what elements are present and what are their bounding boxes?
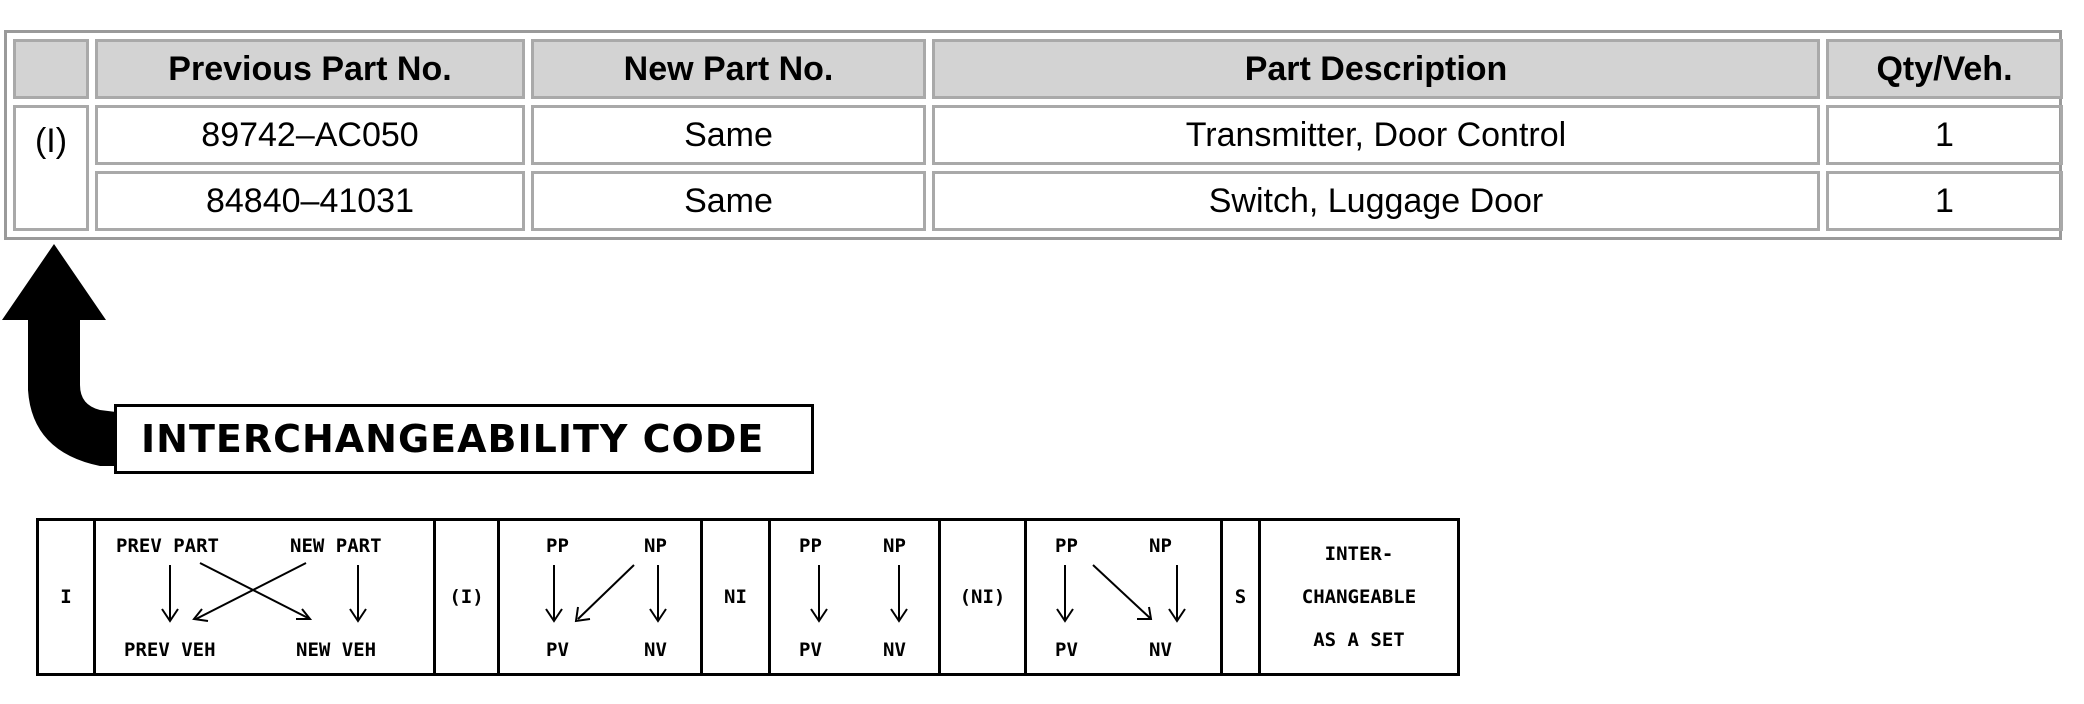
legend-pv-label: PV — [546, 639, 569, 661]
legend-np-label: NP — [644, 535, 667, 557]
table-row: (I) 89742–AC050 Same Transmitter, Door C… — [13, 105, 2063, 231]
legend-code-paren-i: (I) — [436, 521, 500, 673]
table-header-row: Previous Part No. New Part No. Part Desc… — [13, 39, 2063, 99]
legend-pp-label: PP — [546, 535, 569, 557]
legend-pp-label: PP — [799, 535, 822, 557]
legend-prev-veh-label: PREV VEH — [124, 639, 216, 661]
qty-cell: 1 — [1826, 105, 2063, 165]
legend-np-label: NP — [1149, 535, 1172, 557]
description-cell: Transmitter, Door Control — [932, 105, 1820, 165]
header-qty: Qty/Veh. — [1826, 39, 2063, 99]
interchangeability-code-cell: (I) — [13, 105, 89, 231]
legend-prev-part-label: PREV PART — [116, 535, 219, 557]
legend-np-label: NP — [883, 535, 906, 557]
legend-code-ni: NI — [703, 521, 771, 673]
legend-ni-diagram: PP NP PV NV — [771, 521, 941, 673]
legend-i-diagram: PREV PART NEW PART PREV VEH NEW VEH — [96, 521, 436, 673]
legend-new-veh-label: NEW VEH — [296, 639, 377, 661]
legend-code-i: I — [39, 521, 96, 673]
parts-table: Previous Part No. New Part No. Part Desc… — [7, 33, 2069, 237]
header-previous-part: Previous Part No. — [95, 39, 525, 99]
previous-part-cell: 89742–AC050 — [95, 105, 525, 165]
legend-pv-label: PV — [1055, 639, 1078, 661]
backward-arrows-icon — [545, 564, 667, 623]
cross-arrows-icon — [161, 562, 367, 623]
new-part-cell: Same — [531, 105, 926, 165]
legend-code-paren-ni: (NI) — [941, 521, 1027, 673]
legend-s-description: INTER- CHANGEABLE AS A SET — [1261, 521, 1457, 673]
header-code — [13, 39, 89, 99]
header-new-part: New Part No. — [531, 39, 926, 99]
pointer-arrow-icon — [2, 244, 116, 466]
header-description: Part Description — [932, 39, 1820, 99]
description-cell: Switch, Luggage Door — [932, 171, 1820, 231]
legend-nv-label: NV — [1149, 639, 1172, 661]
table-row: 84840–41031 Same Switch, Luggage Door 1 — [13, 171, 2063, 231]
qty-cell: 1 — [1826, 171, 2063, 231]
legend-nv-label: NV — [883, 639, 906, 661]
legend-new-part-label: NEW PART — [290, 535, 382, 557]
forward-arrows-icon — [1056, 564, 1186, 623]
legend-pv-label: PV — [799, 639, 822, 661]
previous-part-cell: 84840–41031 — [95, 171, 525, 231]
parallel-arrows-icon — [810, 565, 908, 623]
legend-paren-ni-diagram: PP NP PV NV — [1027, 521, 1223, 673]
legend-paren-i-diagram: PP NP PV NV — [500, 521, 703, 673]
legend-s-line: AS A SET — [1313, 628, 1405, 651]
legend-s-line: INTER- — [1324, 543, 1394, 566]
parts-table-frame: Previous Part No. New Part No. Part Desc… — [4, 30, 2063, 240]
interchangeability-legend: I PREV PART NEW PART PREV VEH NEW VEH (I… — [36, 518, 1460, 676]
new-part-cell: Same — [531, 171, 926, 231]
legend-s-line: CHANGEABLE — [1301, 585, 1417, 608]
legend-code-s: S — [1223, 521, 1261, 673]
legend-nv-label: NV — [644, 639, 667, 661]
legend-pp-label: PP — [1055, 535, 1078, 557]
interchangeability-code-label: INTERCHANGEABILITY CODE — [114, 404, 814, 474]
